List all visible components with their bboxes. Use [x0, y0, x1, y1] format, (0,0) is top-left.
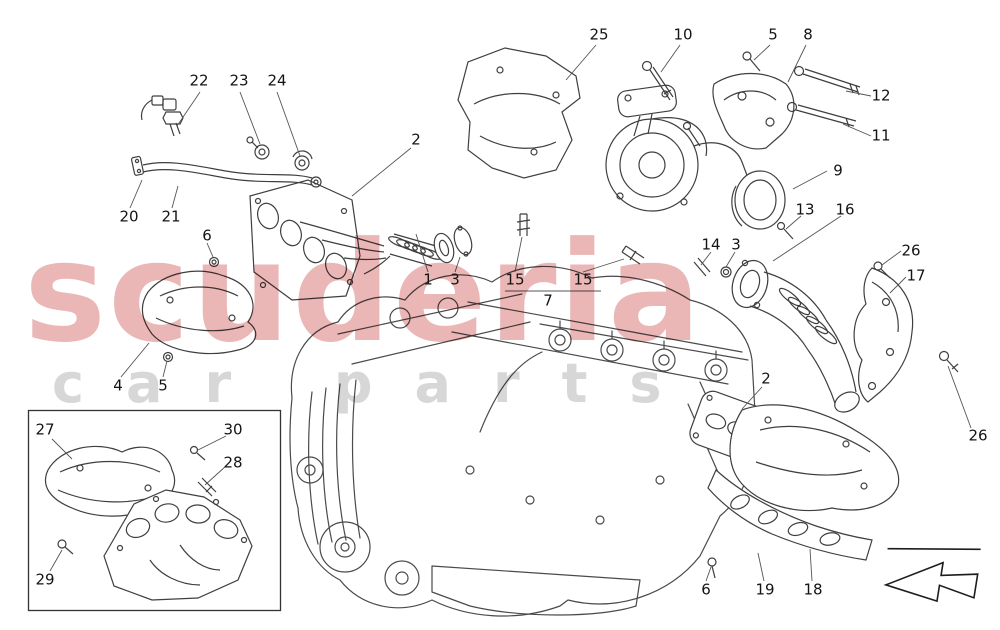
callout-5-top: 5 [768, 25, 778, 44]
callout-11: 11 [871, 126, 891, 145]
callout-16: 16 [835, 200, 855, 219]
callout-3-turbo: 3 [731, 235, 741, 254]
exhaust-manifold-right [707, 468, 873, 561]
coolant-pipe [130, 155, 322, 188]
callout-1: 1 [423, 270, 433, 289]
callout-15-left: 15 [505, 270, 525, 289]
callout-4: 4 [113, 376, 123, 395]
manifold-gasket-left [249, 179, 361, 301]
callout-10: 10 [673, 25, 693, 44]
downpipe-bracket [853, 267, 914, 403]
inset-box [27, 409, 282, 612]
turbo-bracket [712, 73, 795, 150]
callout-6-right: 6 [701, 580, 711, 599]
flange-gasket-3 [453, 225, 473, 257]
callout-23: 23 [229, 71, 249, 90]
callout-15-right: 15 [573, 270, 593, 289]
fasteners [162, 51, 959, 579]
callout-19: 19 [755, 580, 775, 599]
downpipe [731, 259, 860, 413]
callout-29: 29 [35, 570, 55, 589]
callout-26-top: 26 [901, 241, 921, 260]
inset-manifold [103, 489, 253, 601]
callout-24: 24 [267, 71, 287, 90]
temperature-sensor [140, 95, 184, 137]
callout-5-left: 5 [158, 376, 168, 395]
leader-lines [49, 44, 972, 582]
callout-17: 17 [906, 266, 926, 285]
callout-6-left: 6 [202, 226, 212, 245]
callout-26-right: 26 [968, 426, 988, 445]
callout-13: 13 [795, 200, 815, 219]
callout-25: 25 [589, 25, 609, 44]
callout-9: 9 [833, 161, 843, 180]
studs-and-nuts [516, 213, 732, 278]
callout-14: 14 [701, 235, 721, 254]
callout-28: 28 [223, 453, 243, 472]
callout-22: 22 [189, 71, 209, 90]
callout-20: 20 [119, 207, 139, 226]
callout-2-left: 2 [411, 130, 421, 149]
callout-3-left: 3 [450, 270, 460, 289]
inset-heat-shield [44, 445, 176, 517]
callout-27: 27 [35, 420, 55, 439]
callout-2-right: 2 [761, 369, 771, 388]
heat-shield-left [141, 270, 257, 355]
turbocharger [605, 84, 786, 230]
direction-arrow-icon [883, 547, 981, 603]
callout-30: 30 [223, 420, 243, 439]
callout-21: 21 [161, 207, 181, 226]
callout-7: 7 [543, 291, 553, 310]
heat-shield-top [457, 47, 581, 179]
callout-12: 12 [871, 86, 891, 105]
inset-fasteners [57, 445, 217, 555]
callout-8: 8 [803, 25, 813, 44]
callout-18: 18 [803, 580, 823, 599]
heat-shield-right [729, 404, 900, 512]
engine-block [289, 265, 757, 617]
banjo-eyelets [246, 136, 313, 171]
